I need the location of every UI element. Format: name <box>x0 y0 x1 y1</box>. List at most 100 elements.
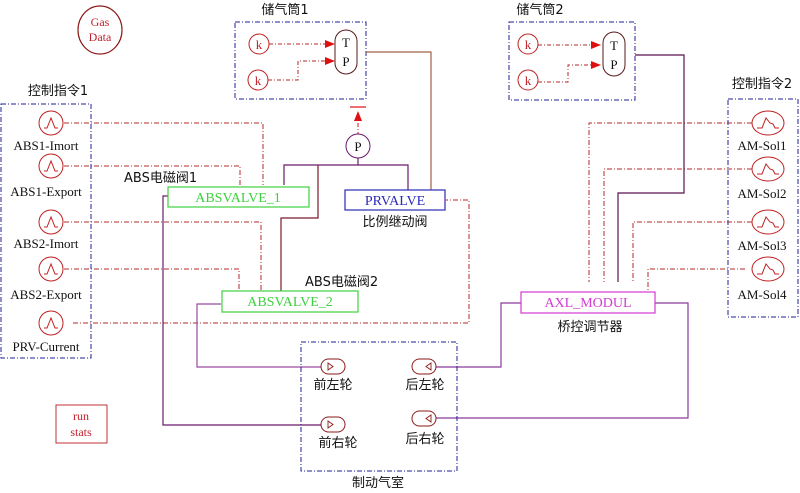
control2-item-label: AM-Sol2 <box>737 186 786 201</box>
absvalve2-label: ABSVALVE_2 <box>247 295 333 310</box>
prvalve-to-absvalve2-line <box>280 165 319 291</box>
control2-item[interactable]: AM-Sol4 <box>737 256 787 302</box>
svg-text:k: k <box>525 37 532 52</box>
control1-group: 控制指令1 ABS1-ImortABS1-ExportABS2-ImortABS… <box>0 84 92 359</box>
signal-am-sol1 <box>588 122 752 282</box>
svg-text:P: P <box>354 139 361 154</box>
rear-left-chamber[interactable]: 后左轮 <box>405 358 445 393</box>
svg-text:T: T <box>342 35 350 50</box>
tank2-signal-2 <box>538 61 601 83</box>
chambers-title: 制动气室 <box>352 475 404 491</box>
rear-right-label: 后右轮 <box>405 432 444 447</box>
front-right-chamber[interactable]: 前右轮 <box>318 416 358 451</box>
absvalve2-caption: ABS电磁阀2 <box>305 275 378 290</box>
absvalve1-caption: ABS电磁阀1 <box>124 171 197 186</box>
control1-border <box>0 103 92 359</box>
front-right-label: 前右轮 <box>318 435 357 451</box>
prvalve-label: PRVALVE <box>365 194 425 209</box>
control1-item-label: ABS1-Export <box>10 184 82 199</box>
signal-abs1-import <box>64 122 264 185</box>
brake-chambers-group: 制动气室 前左轮 前右轮 后左轮 后右轮 <box>300 341 458 491</box>
outport-arrow-icon <box>425 414 432 423</box>
axl-modul-block[interactable]: AXL_MODUL <box>520 291 656 314</box>
control1-item[interactable]: ABS1-Imort <box>14 110 79 153</box>
pressure-bus-line <box>283 164 409 190</box>
front-left-label: 前左轮 <box>313 377 352 393</box>
gas-data-label-2: Data <box>89 30 112 44</box>
rear-left-label: 后左轮 <box>405 378 444 393</box>
svg-text:k: k <box>255 73 262 88</box>
tank2-input-2[interactable]: k <box>517 69 539 91</box>
waveform-signal-icon <box>757 163 779 175</box>
absvalve2-block[interactable]: ABSVALVE_2 <box>221 290 359 313</box>
chambers-border <box>300 341 458 472</box>
tank2-input-1[interactable]: k <box>517 33 539 55</box>
prvalve-block[interactable]: PRVALVE <box>344 189 446 211</box>
svg-text:k: k <box>525 73 532 88</box>
tank1-input-2[interactable]: k <box>247 69 269 91</box>
svg-text:P: P <box>342 54 349 69</box>
control1-item-label: ABS1-Imort <box>14 138 79 153</box>
run-stats-label-2: stats <box>70 425 92 439</box>
absvalve1-block[interactable]: ABSVALVE_1 <box>167 186 310 208</box>
outport-arrow-icon <box>425 362 432 371</box>
tank1-title: 储气筒1 <box>261 2 308 18</box>
control1-item[interactable]: ABS2-Imort <box>14 209 79 251</box>
tank1-signal-2 <box>268 57 335 81</box>
svg-text:P: P <box>610 57 617 72</box>
tank2-to-axl-line <box>617 54 685 282</box>
signal-abs2-export <box>64 268 240 291</box>
pressure-sensor[interactable]: P <box>345 133 371 159</box>
tank2-title: 储气筒2 <box>516 2 563 18</box>
tank1-tp-block[interactable]: T P <box>334 29 358 75</box>
front-left-chamber[interactable]: 前左轮 <box>313 358 353 393</box>
control2-item[interactable]: AM-Sol3 <box>737 209 787 253</box>
axl-to-rear-right-line <box>436 302 689 419</box>
control2-item[interactable]: AM-Sol1 <box>737 110 787 153</box>
control2-item-label: AM-Sol4 <box>737 287 787 302</box>
axl-to-rear-left-line <box>436 302 521 368</box>
pulse-signal-icon <box>44 159 58 172</box>
control2-border <box>727 98 799 318</box>
inport-arrow-icon <box>327 420 334 429</box>
signal-am-sol4 <box>647 268 745 290</box>
tank1-input-1[interactable]: k <box>248 33 270 55</box>
tank1-group: 储气筒1 k k T P <box>234 2 367 100</box>
control2-signal-lines <box>588 122 752 290</box>
control1-item-label: ABS2-Export <box>10 287 82 302</box>
gas-data-label-1: Gas <box>91 15 110 29</box>
control2-item-label: AM-Sol3 <box>737 238 786 253</box>
tank2-tp-block[interactable]: T P <box>602 31 626 77</box>
control1-item-label: PRV-Current <box>12 339 79 354</box>
signal-am-sol2 <box>603 168 752 282</box>
absvalve1-to-front-right-line <box>162 195 321 426</box>
pulse-signal-icon <box>44 316 58 329</box>
svg-text:k: k <box>256 37 263 52</box>
inport-arrow-icon <box>327 362 334 371</box>
tank1-border <box>234 21 367 100</box>
tank1-to-prvalve-line <box>366 51 432 190</box>
control1-item[interactable]: PRV-Current <box>12 310 80 354</box>
control1-title: 控制指令1 <box>28 84 88 99</box>
control1-item-label: ABS2-Imort <box>14 236 79 251</box>
waveform-signal-icon <box>757 216 779 228</box>
signal-abs2-import <box>64 221 262 291</box>
waveform-signal-icon <box>757 117 779 129</box>
tank2-border <box>508 21 636 101</box>
svg-text:T: T <box>610 38 618 53</box>
run-stats-label-1: run <box>73 409 89 423</box>
control1-item[interactable]: ABS1-Export <box>10 153 82 199</box>
gas-data-block[interactable]: Gas Data <box>77 5 123 55</box>
signal-prv-current <box>73 199 470 324</box>
tank2-group: 储气筒2 k k T P <box>508 2 636 101</box>
pulse-signal-icon <box>44 262 58 275</box>
absvalve2-to-front-left-line <box>196 303 321 368</box>
control1-item[interactable]: ABS2-Export <box>10 256 82 302</box>
rear-right-chamber[interactable]: 后右轮 <box>405 410 445 447</box>
control2-item[interactable]: AM-Sol2 <box>737 156 787 201</box>
run-stats-block[interactable]: run stats <box>55 404 108 444</box>
control1-signal-lines <box>64 122 470 324</box>
signal-am-sol3 <box>632 221 752 282</box>
